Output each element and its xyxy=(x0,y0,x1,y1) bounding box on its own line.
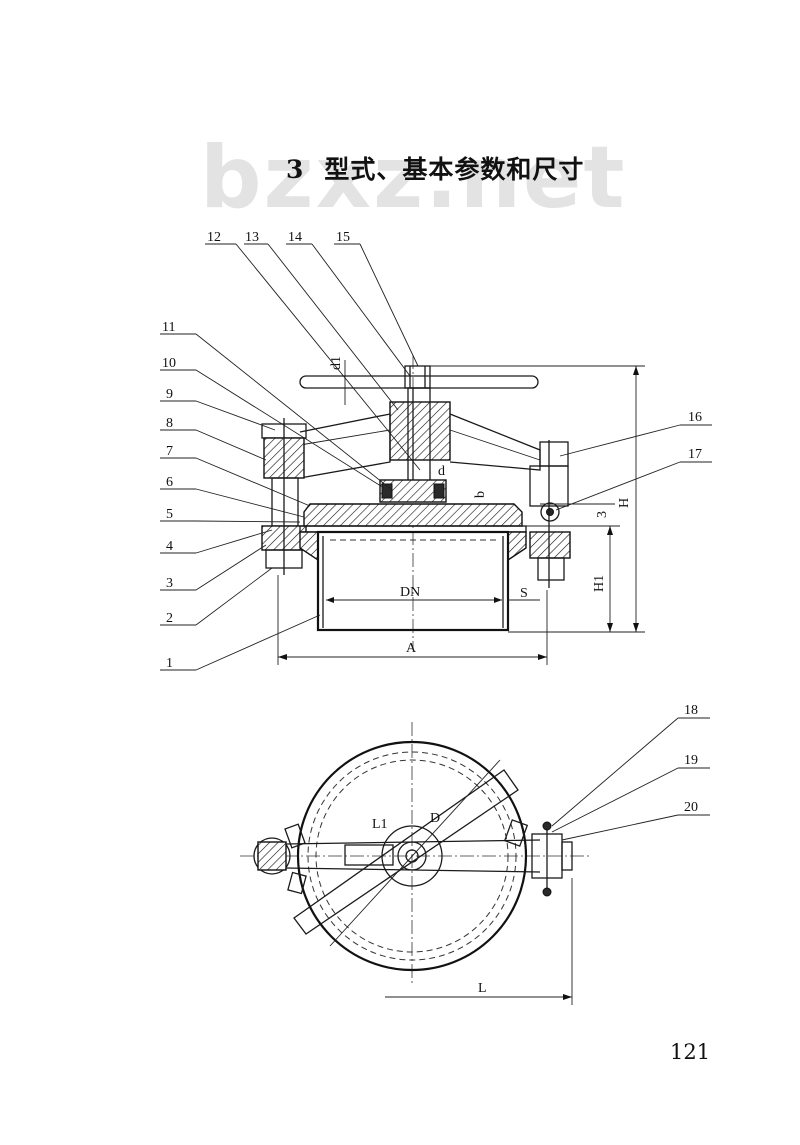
dim-3: 3 xyxy=(595,511,610,518)
dim-b: b xyxy=(473,491,488,498)
dim-L1: L1 xyxy=(372,817,388,832)
callout-15: 15 xyxy=(336,230,350,245)
dim-A: A xyxy=(406,641,417,656)
callout-17: 17 xyxy=(688,447,702,462)
watermark: bzxz.net xyxy=(200,128,627,228)
callout-20: 20 xyxy=(684,800,698,815)
dim-H1: H1 xyxy=(592,575,607,592)
side-view: d b d1 DN S A H H1 3 xyxy=(160,230,712,671)
section-title: 3 型式、基本参数和尺寸 xyxy=(286,150,584,186)
callout-16: 16 xyxy=(688,410,702,425)
dim-S: S xyxy=(520,586,528,601)
section-title-text: 型式、基本参数和尺寸 xyxy=(324,155,585,184)
callout-7: 7 xyxy=(166,444,173,459)
callout-14: 14 xyxy=(288,230,302,245)
callout-8: 8 xyxy=(166,416,173,431)
callout-12: 12 xyxy=(207,230,221,245)
callout-19: 19 xyxy=(684,753,698,768)
callout-1: 1 xyxy=(166,656,173,671)
callout-9: 9 xyxy=(166,387,173,402)
dim-d1: d1 xyxy=(329,356,344,370)
callout-11: 11 xyxy=(162,320,175,335)
dim-d: d xyxy=(438,464,445,479)
dim-D: D xyxy=(430,811,440,826)
callout-leaders-right xyxy=(555,424,712,511)
dim-H: H xyxy=(617,498,632,508)
section-number: 3 xyxy=(286,155,305,184)
callout-10: 10 xyxy=(162,356,176,371)
page-number: 121 xyxy=(670,1040,711,1064)
callout-13: 13 xyxy=(245,230,259,245)
dim-DN: DN xyxy=(400,585,420,600)
callout-3: 3 xyxy=(166,576,173,591)
callout-18: 18 xyxy=(684,703,698,718)
dim-L: L xyxy=(478,981,487,996)
callout-leaders-top xyxy=(205,243,421,471)
callout-5: 5 xyxy=(166,507,173,522)
callout-4: 4 xyxy=(166,539,173,554)
callout-2: 2 xyxy=(166,611,173,626)
plan-view: D L1 L 18 19 20 xyxy=(240,703,710,1005)
callout-6: 6 xyxy=(166,475,173,490)
callout-leaders-left xyxy=(160,333,393,671)
